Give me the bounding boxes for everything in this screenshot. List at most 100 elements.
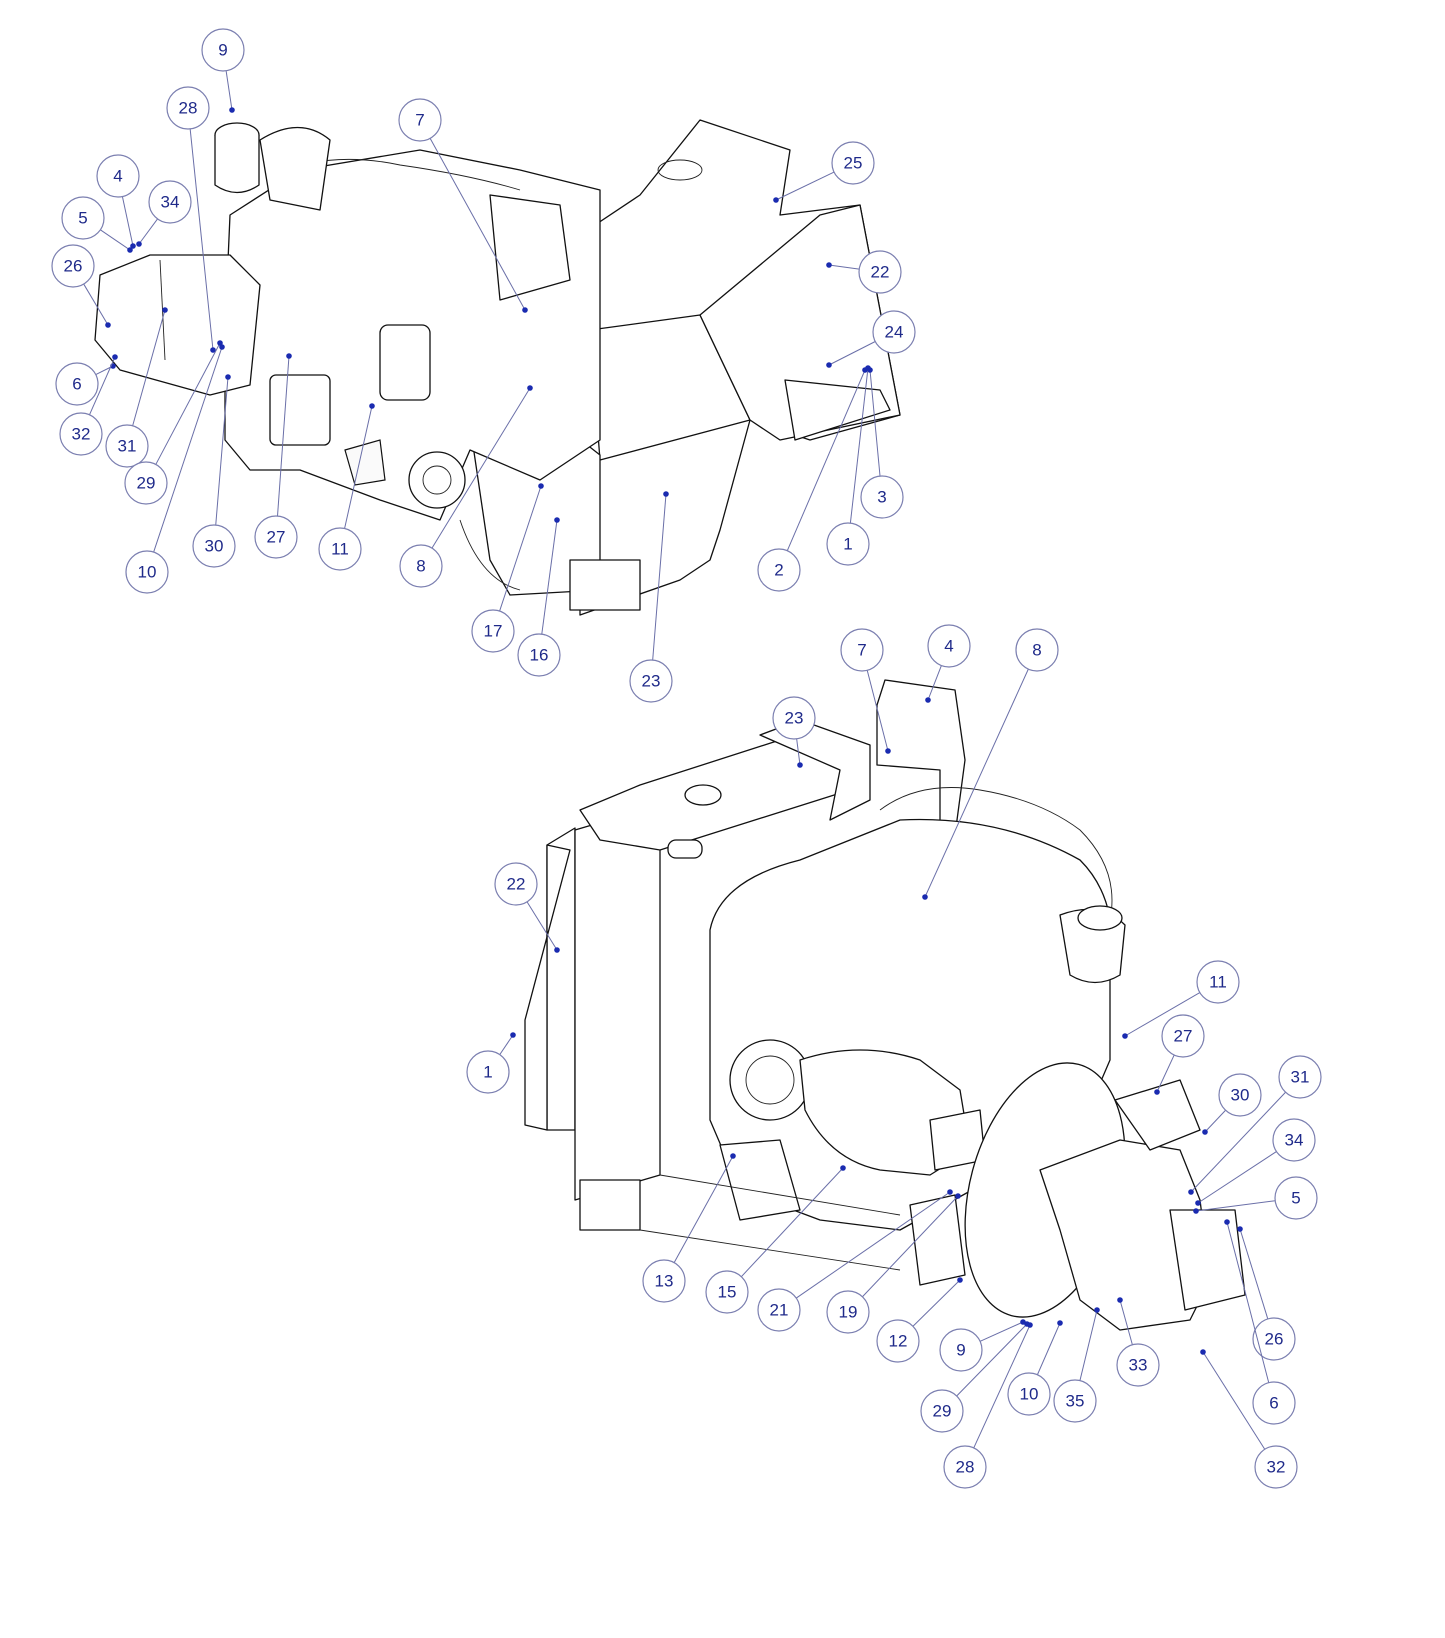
- callout-number: 27: [267, 528, 286, 547]
- callout-16[interactable]: 16: [517, 517, 561, 677]
- callout-5[interactable]: 5: [1193, 1176, 1318, 1220]
- callout-34[interactable]: 34: [136, 180, 192, 247]
- anchor-dot: [225, 374, 231, 380]
- callout-number: 30: [1231, 1086, 1250, 1105]
- leader-line: [924, 668, 1029, 898]
- callout-31[interactable]: 31: [105, 307, 168, 468]
- callout-23[interactable]: 23: [772, 696, 816, 768]
- callout-19[interactable]: 19: [826, 1193, 961, 1334]
- callout-bubble: [831, 141, 875, 185]
- leader-line: [155, 342, 221, 465]
- anchor-dot: [1188, 1189, 1194, 1195]
- callout-bubble: [494, 862, 538, 906]
- leader-line: [153, 346, 223, 553]
- callout-bubble: [1274, 1176, 1318, 1220]
- anchor-dot: [136, 241, 142, 247]
- callout-26[interactable]: 26: [1237, 1226, 1296, 1361]
- callout-10[interactable]: 10: [1007, 1320, 1063, 1416]
- callout-30[interactable]: 30: [192, 374, 236, 568]
- leader-line: [786, 369, 866, 551]
- callout-bubble: [59, 412, 103, 456]
- callout-30[interactable]: 30: [1202, 1073, 1262, 1135]
- anchor-dot: [1117, 1297, 1123, 1303]
- leader-line: [652, 493, 667, 661]
- callout-7[interactable]: 7: [398, 98, 528, 313]
- callout-number: 23: [785, 709, 804, 728]
- callout-bubble: [1053, 1379, 1097, 1423]
- callout-6[interactable]: 6: [55, 362, 116, 406]
- callout-bubble: [826, 522, 870, 566]
- callout-1[interactable]: 1: [826, 365, 871, 566]
- callout-8[interactable]: 8: [922, 628, 1059, 900]
- callout-29[interactable]: 29: [920, 1321, 1030, 1433]
- callout-28[interactable]: 28: [943, 1322, 1033, 1489]
- callout-bubble: [927, 624, 971, 668]
- callout-3[interactable]: 3: [860, 367, 904, 519]
- callout-31[interactable]: 31: [1188, 1055, 1322, 1195]
- callout-27[interactable]: 27: [1154, 1014, 1205, 1095]
- anchor-dot: [1027, 1322, 1033, 1328]
- callout-8[interactable]: 8: [399, 385, 533, 588]
- callout-number: 6: [72, 375, 81, 394]
- anchor-dot: [840, 1165, 846, 1171]
- callout-bubble: [1278, 1055, 1322, 1099]
- anchor-dot: [1195, 1200, 1201, 1206]
- callout-32[interactable]: 32: [1200, 1349, 1298, 1489]
- leader-line: [89, 356, 116, 415]
- callout-number: 31: [1291, 1068, 1310, 1087]
- callout-27[interactable]: 27: [254, 353, 298, 559]
- callout-34[interactable]: 34: [1195, 1118, 1316, 1206]
- callout-4[interactable]: 4: [925, 624, 971, 703]
- callout-10[interactable]: 10: [125, 344, 225, 594]
- callout-5[interactable]: 5: [61, 196, 133, 253]
- callout-number: 1: [843, 535, 852, 554]
- callout-23[interactable]: 23: [629, 491, 673, 703]
- callout-1[interactable]: 1: [466, 1032, 516, 1094]
- leader-line: [828, 341, 876, 366]
- leader-line: [1124, 992, 1201, 1037]
- leader-line: [1156, 1054, 1175, 1093]
- callout-2[interactable]: 2: [757, 367, 868, 592]
- callout-35[interactable]: 35: [1053, 1307, 1100, 1423]
- callout-33[interactable]: 33: [1116, 1297, 1160, 1387]
- callout-number: 1: [483, 1063, 492, 1082]
- callout-bubble: [318, 527, 362, 571]
- callout-12[interactable]: 12: [876, 1277, 963, 1363]
- callout-number: 30: [205, 537, 224, 556]
- callout-17[interactable]: 17: [471, 483, 544, 653]
- callout-bubble: [517, 633, 561, 677]
- leader-line: [775, 171, 835, 201]
- leader-line: [1197, 1151, 1277, 1204]
- callout-number: 9: [218, 41, 227, 60]
- callout-28[interactable]: 28: [166, 86, 216, 353]
- callout-11[interactable]: 11: [318, 403, 375, 571]
- callout-bubble: [1161, 1014, 1205, 1058]
- callout-22[interactable]: 22: [826, 250, 902, 294]
- anchor-dot: [955, 1193, 961, 1199]
- leader-line: [866, 670, 889, 752]
- callout-9[interactable]: 9: [201, 28, 245, 113]
- anchor-dot: [510, 1032, 516, 1038]
- callout-number: 22: [507, 875, 526, 894]
- callout-24[interactable]: 24: [826, 310, 916, 368]
- callout-bubble: [876, 1319, 920, 1363]
- callout-15[interactable]: 15: [705, 1165, 846, 1314]
- callout-6[interactable]: 6: [1224, 1219, 1296, 1425]
- callout-22[interactable]: 22: [494, 862, 560, 953]
- anchor-dot: [130, 243, 136, 249]
- callout-29[interactable]: 29: [124, 340, 223, 505]
- callout-number: 8: [1032, 641, 1041, 660]
- callout-21[interactable]: 21: [757, 1189, 953, 1332]
- anchor-dot: [369, 403, 375, 409]
- callout-25[interactable]: 25: [773, 141, 875, 203]
- callout-11[interactable]: 11: [1122, 960, 1240, 1039]
- callout-9[interactable]: 9: [939, 1319, 1026, 1372]
- callout-13[interactable]: 13: [642, 1153, 736, 1303]
- leader-line: [828, 264, 860, 270]
- callout-4[interactable]: 4: [96, 154, 140, 249]
- callout-32[interactable]: 32: [59, 354, 118, 456]
- callout-26[interactable]: 26: [51, 244, 111, 328]
- callout-number: 33: [1129, 1356, 1148, 1375]
- callout-number: 26: [1265, 1330, 1284, 1349]
- callout-7[interactable]: 7: [840, 628, 891, 754]
